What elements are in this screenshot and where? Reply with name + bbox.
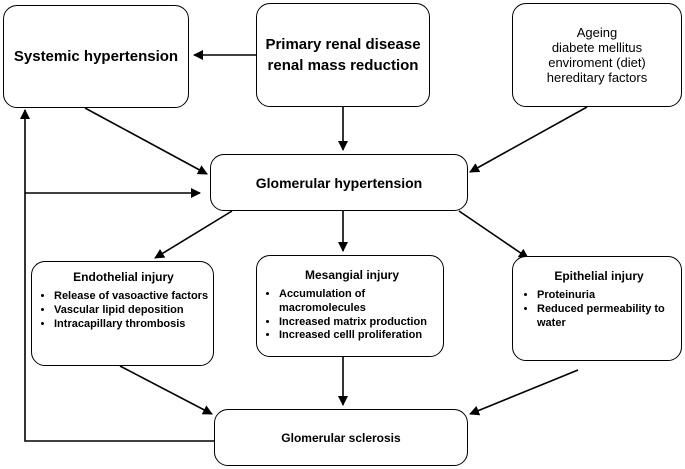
- title-endothelial-injury: Endothelial injury: [73, 270, 174, 284]
- title-mesangial-injury: Mesangial injury: [304, 268, 400, 282]
- node-mesangial-injury: Mesangial injury Accumulation of macromo…: [256, 255, 444, 357]
- node-glomerular-sclerosis: Glomerular sclerosis: [214, 409, 468, 466]
- list-mesangial-injury: Accumulation of macromolecules Increased…: [263, 288, 441, 343]
- label-glomerular-hypertension: Glomerular hypertension: [255, 174, 423, 191]
- label-glomerular-sclerosis: Glomerular sclerosis: [281, 430, 401, 445]
- node-endothelial-injury: Endothelial injury Release of vasoactive…: [31, 261, 214, 366]
- node-glomerular-hypertension: Glomerular hypertension: [210, 154, 468, 211]
- arrow-risk-to-glomerular: [469, 106, 588, 173]
- label-risk-line-4: hereditary factors: [546, 70, 648, 85]
- label-risk-line-2: diabete mellitus: [551, 40, 643, 55]
- node-primary-renal-disease: Primary renal disease renal mass reducti…: [256, 3, 430, 107]
- arrow-systemic-to-glomerular: [84, 107, 208, 175]
- list-item: Intracapillary thrombosis: [54, 318, 209, 332]
- label-risk-line-3: enviroment (diet): [548, 55, 646, 70]
- list-epithelial-injury: Proteinuria Reduced permeability to wate…: [521, 289, 677, 330]
- list-item: Accumulation of macromolecules: [279, 288, 441, 316]
- feedback-line-sclerosis-to-systemic: [20, 109, 214, 442]
- node-systemic-hypertension: Systemic hypertension: [3, 5, 189, 108]
- list-item: Proteinuria: [537, 289, 677, 303]
- node-epithelial-injury: Epithelial injury Proteinuria Reduced pe…: [512, 256, 682, 361]
- list-endothelial-injury: Release of vasoactive factors Vascular l…: [38, 290, 209, 331]
- label-primary-renal-line-2: renal mass reduction: [267, 57, 419, 74]
- list-item: Release of vasoactive factors: [54, 290, 209, 304]
- title-epithelial-injury: Epithelial injury: [554, 269, 644, 283]
- arrow-epithelial-to-sclerosis: [469, 369, 579, 416]
- label-primary-renal-line-1: Primary renal disease: [265, 36, 421, 53]
- arrow-glomerular-to-epithelial: [458, 210, 529, 259]
- node-risk-factors: Ageing diabete mellitus enviroment (diet…: [512, 3, 682, 107]
- list-item: Increased celll proliferation: [279, 329, 441, 343]
- list-item: Reduced permeability to water: [537, 303, 677, 331]
- list-item: Vascular lipid deposition: [54, 304, 209, 318]
- arrow-endothelial-to-sclerosis: [119, 365, 213, 415]
- label-systemic-hypertension: Systemic hypertension: [13, 48, 179, 65]
- arrow-glomerular-to-endothelial: [154, 210, 233, 259]
- label-risk-line-1: Ageing: [576, 25, 618, 40]
- list-item: Increased matrix production: [279, 316, 441, 330]
